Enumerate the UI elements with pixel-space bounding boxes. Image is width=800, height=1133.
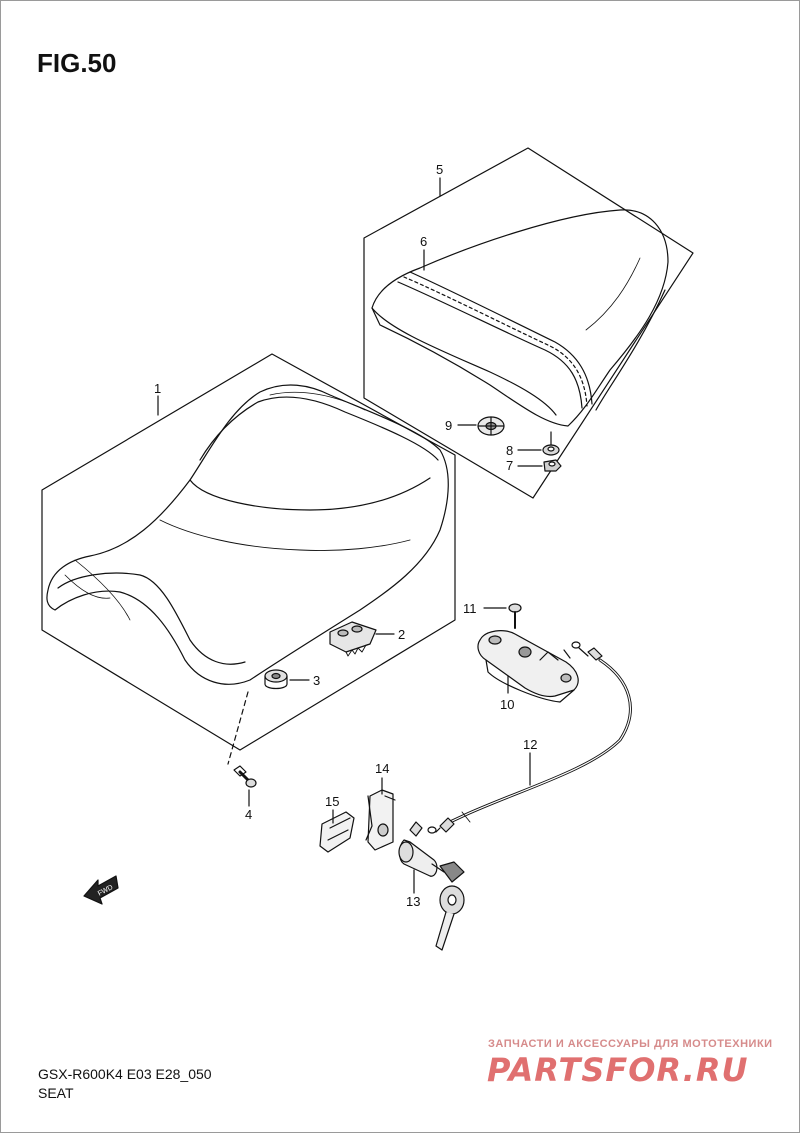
callout-2: 2 bbox=[398, 627, 405, 642]
part-15-clip bbox=[319, 811, 355, 853]
callout-15: 15 bbox=[325, 794, 339, 809]
front-seat bbox=[46, 384, 449, 685]
fwd-direction-arrow bbox=[83, 875, 119, 905]
callout-12: 12 bbox=[523, 737, 537, 752]
part-12-cable bbox=[427, 641, 632, 834]
callout-13: 13 bbox=[406, 894, 420, 909]
callout-14: 14 bbox=[375, 761, 389, 776]
section-name: SEAT bbox=[38, 1085, 74, 1101]
callout-7: 7 bbox=[506, 458, 513, 473]
callout-1: 1 bbox=[154, 381, 161, 396]
watermark-tagline: ЗАПЧАСТИ И АКСЕССУАРЫ ДЛЯ МОТОТЕХНИКИ bbox=[488, 1038, 773, 1050]
figure-title: FIG.50 bbox=[37, 48, 117, 78]
part-10-latch-bracket bbox=[477, 630, 579, 703]
callout-10: 10 bbox=[500, 697, 514, 712]
callout-3: 3 bbox=[313, 673, 320, 688]
part-14-lock-plate bbox=[365, 789, 396, 851]
front-seat-group-box bbox=[41, 353, 456, 751]
part-3-cushion bbox=[264, 669, 288, 690]
part-11-screw bbox=[508, 603, 522, 629]
part-7-nut bbox=[543, 459, 562, 472]
callout-8: 8 bbox=[506, 443, 513, 458]
part-8-washer bbox=[542, 444, 560, 456]
callout-4: 4 bbox=[245, 807, 252, 822]
callout-9: 9 bbox=[445, 418, 452, 433]
callout-6: 6 bbox=[420, 234, 427, 249]
callout-5: 5 bbox=[436, 162, 443, 177]
part-9-grommet bbox=[477, 416, 505, 436]
callout-11: 11 bbox=[463, 601, 477, 616]
part-4-bolt bbox=[233, 765, 257, 788]
model-code: GSX-R600K4 E03 E28_050 bbox=[38, 1066, 212, 1082]
watermark-logo: PARTSFOR.RU bbox=[487, 1051, 749, 1089]
rear-seat-cowl bbox=[371, 209, 669, 427]
rear-seat-group-box bbox=[363, 147, 694, 499]
part-13-seat-lock bbox=[398, 821, 465, 951]
part-2-rubber-strip bbox=[329, 621, 377, 657]
